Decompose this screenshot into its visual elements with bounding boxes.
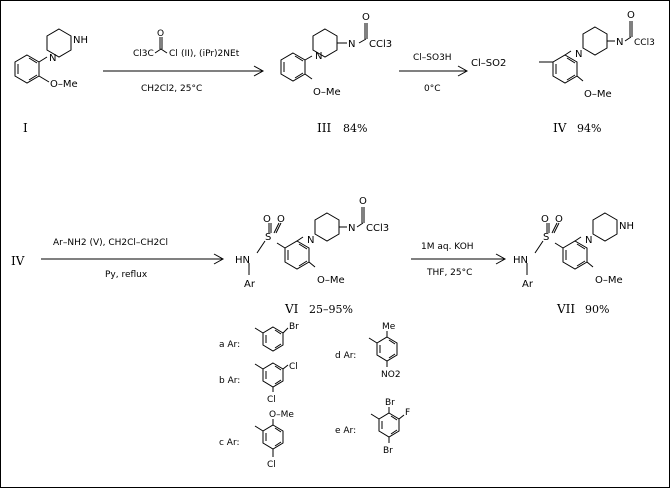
compound-I-ome: O–Me (50, 79, 78, 90)
aryl-group-d: d Ar: Me NO2 (335, 322, 401, 380)
aryl-b-cl1: Cl (289, 362, 298, 372)
aryl-c-cl: Cl (267, 460, 276, 470)
compound-IV-start-label: IV (11, 254, 25, 268)
step1-arrow: Cl3C O Cl (II), (iPr)2NEt CH2Cl2, 25°C (103, 29, 265, 94)
compound-IV-ccl3: CCl3 (634, 38, 655, 48)
compound-IV-n1: N (575, 49, 582, 60)
step3-conditions: Py, reflux (105, 270, 148, 280)
step2-reagent: Cl–SO3H (413, 53, 452, 63)
compound-VII-yield: 90% (585, 303, 609, 316)
aryl-group-b: b Ar: Cl Cl (219, 362, 298, 405)
aryl-a-structure (254, 326, 289, 352)
compound-III: N N O CCl3 O–Me III 84% (280, 12, 392, 135)
compound-IV-structure (539, 21, 633, 84)
compound-VII-o2: O (555, 214, 563, 225)
aryl-a-br: Br (289, 322, 299, 332)
compound-VI-structure (248, 207, 365, 275)
aryl-group-c: c Ar: O–Me Cl (219, 410, 294, 470)
compound-VII-s: S (543, 232, 549, 243)
aryl-e-f: F (405, 408, 410, 418)
step1-conditions: CH2Cl2, 25°C (141, 84, 202, 94)
compound-VI-hn: HN (235, 255, 250, 266)
step1-reagent-cl: Cl (169, 49, 178, 59)
compound-I: N NH O–Me I (14, 28, 88, 135)
aryl-b-cl2: Cl (267, 395, 276, 405)
compound-III-n1: N (315, 51, 322, 62)
compound-VI-o2: O (277, 214, 285, 225)
compound-VI: S O O HN Ar N N O CCl3 O–Me VI 25–95% (235, 196, 389, 316)
step3-reagent: Ar–NH2 (V), CH2Cl–CH2Cl (53, 238, 168, 248)
compound-I-label: I (23, 121, 28, 135)
step3-arrow: Ar–NH2 (V), CH2Cl–CH2Cl Py, reflux (41, 238, 225, 280)
compound-VII-n1: N (585, 235, 592, 246)
compound-VI-s: S (265, 232, 271, 243)
compound-III-yield: 84% (343, 122, 367, 135)
compound-VII-structure (526, 212, 618, 275)
aryl-c-structure (254, 419, 284, 457)
aryl-e-structure (370, 407, 405, 443)
step1-reagent-acyl: Cl3C (133, 49, 154, 59)
compound-IV-label: IV (553, 121, 567, 135)
aryl-group-e: e Ar: Br F Br (335, 398, 410, 456)
aryl-b-structure (254, 362, 289, 392)
compound-VII: S O O HN Ar N NH O–Me VII 90% (513, 212, 634, 316)
step2-conditions: 0°C (424, 84, 441, 94)
step1-reagent-rest: (II), (iPr)2NEt (181, 49, 240, 59)
compound-IV-clso2: Cl–SO2 (471, 58, 506, 69)
compound-VI-n1: N (307, 235, 314, 246)
aryl-a-label: a Ar: (219, 340, 240, 350)
compound-VII-ome: O–Me (595, 275, 623, 286)
compound-VI-label: VI (284, 302, 299, 316)
aryl-d-no2: NO2 (381, 370, 401, 380)
compound-VI-n2: N (348, 223, 355, 234)
compound-VI-ccl3: CCl3 (366, 223, 389, 234)
aryl-e-br1: Br (385, 398, 395, 408)
aryl-d-label: d Ar: (335, 351, 356, 361)
compound-I-structure (14, 28, 72, 84)
aryl-c-ome: O–Me (269, 410, 294, 420)
compound-I-n: N (49, 53, 56, 64)
compound-IV-n2: N (616, 37, 623, 48)
compound-VII-ar: Ar (522, 279, 534, 290)
aryl-d-structure (368, 331, 398, 367)
compound-III-ome: O–Me (313, 87, 341, 98)
compound-III-ccl3: CCl3 (369, 39, 392, 50)
step4-conditions: THF, 25°C (426, 268, 472, 278)
compound-I-nh: NH (73, 35, 88, 46)
compound-VII-label: VII (556, 302, 575, 316)
compound-IV: Cl–SO2 N N O CCl3 O–Me IV 94% (471, 10, 655, 135)
aryl-group-a: a Ar: Br (219, 322, 299, 352)
compound-IV-ome: O–Me (584, 89, 612, 100)
compound-VI-ar: Ar (244, 279, 256, 290)
compound-IV-yield: 94% (577, 122, 601, 135)
compound-III-structure (280, 23, 368, 82)
compound-VII-o1: O (541, 214, 549, 225)
compound-III-label: III (317, 121, 331, 135)
compound-VI-o: O (359, 196, 367, 207)
aryl-e-label: e Ar: (335, 426, 356, 436)
aryl-b-label: b Ar: (219, 376, 240, 386)
step1-reagent-o: O (157, 29, 164, 39)
step2-arrow: Cl–SO3H 0°C (399, 53, 469, 94)
compound-VI-o1: O (263, 214, 271, 225)
step4-reagent: 1M aq. KOH (421, 242, 474, 252)
compound-IV-o: O (627, 10, 635, 21)
aryl-d-me: Me (382, 322, 396, 332)
compound-VI-yield: 25–95% (309, 303, 353, 316)
step4-arrow: 1M aq. KOH THF, 25°C (411, 242, 507, 278)
compound-VII-nh: NH (619, 221, 634, 232)
compound-VII-hn: HN (513, 255, 528, 266)
compound-VI-ome: O–Me (317, 275, 345, 286)
compound-III-n2: N (348, 39, 355, 50)
aryl-c-label: c Ar: (219, 438, 240, 448)
compound-III-o: O (362, 12, 370, 23)
aryl-e-br2: Br (383, 446, 393, 456)
